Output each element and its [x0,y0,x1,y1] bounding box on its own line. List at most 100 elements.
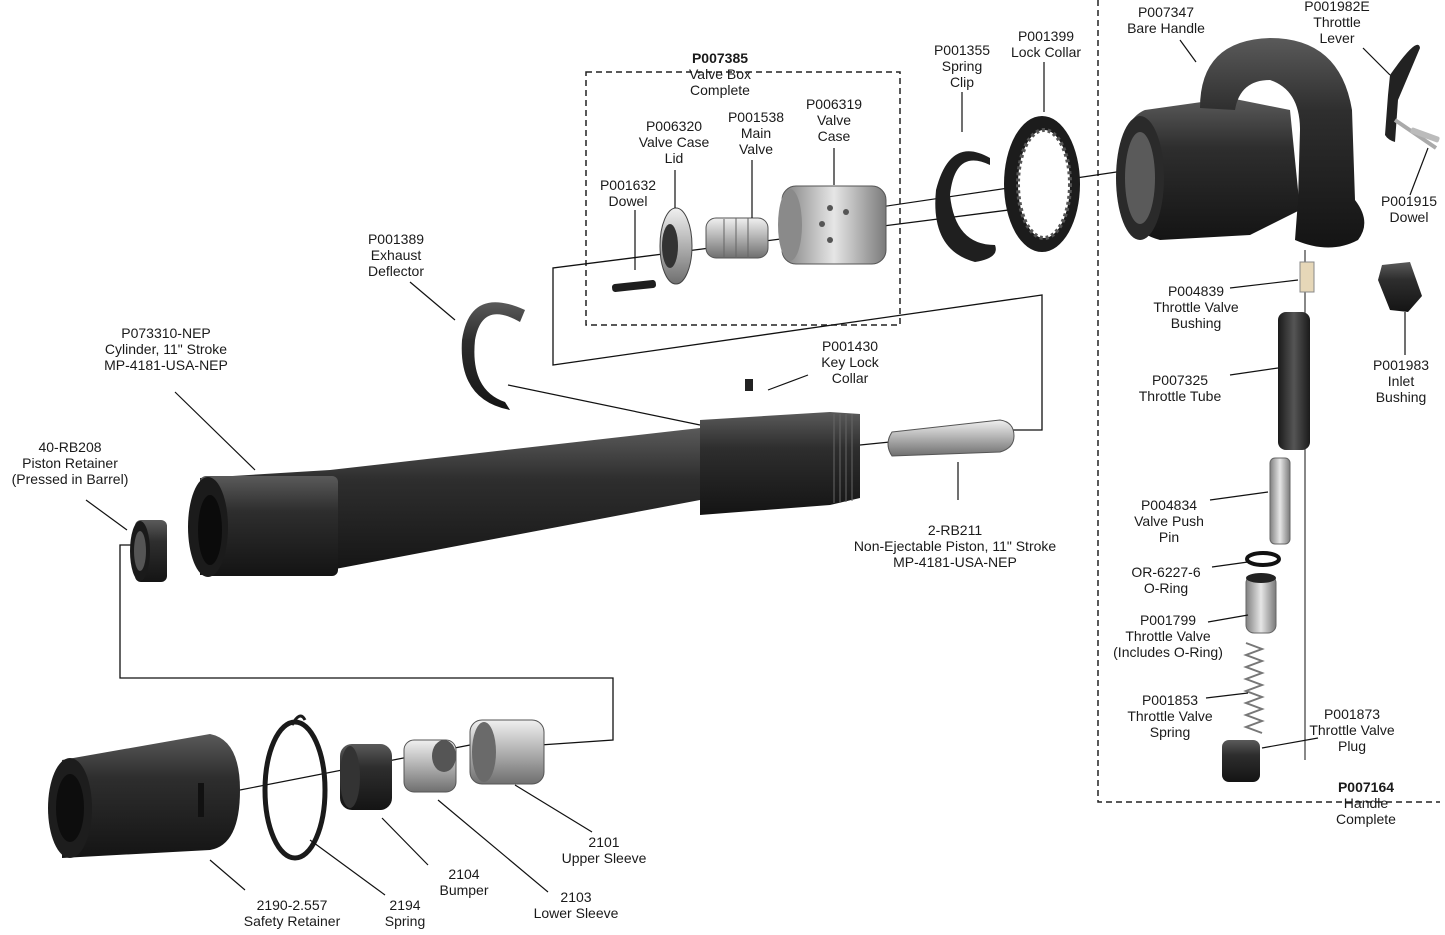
part-number: P001799 [1139,612,1197,628]
valve-box-group-outline [585,71,901,326]
label-valve-case-lid: P006320 Valve Case Lid [639,118,710,166]
part-number: P007164 [1337,779,1395,795]
label-spring-clip: P001355 Spring Clip [934,42,990,90]
throttle-valve-plug-part [1222,740,1260,782]
throttle-tube-part [1278,312,1310,450]
part-desc: (Pressed in Barrel) [11,471,129,487]
label-throttle-valve-bushing: P004839 Throttle Valve Bushing [1153,283,1238,331]
part-number: P001430 [821,338,879,354]
part-desc: Lower Sleeve [533,905,619,921]
piston-retainer-part [130,520,167,582]
label-lock-collar: P001399 Lock Collar [1011,28,1081,60]
part-desc: Case [817,128,851,144]
o-ring-part [1245,551,1281,567]
part-desc: Valve Box [689,66,751,82]
part-desc: Throttle [1313,14,1361,30]
part-desc: Complete [690,82,750,98]
label-key-lock-collar: P001430 Key Lock Collar [821,338,879,386]
label-handle-dowel: P001915 Dowel [1381,193,1437,225]
part-desc: Inlet [1387,373,1415,389]
part-desc: Throttle Valve [1127,708,1213,724]
part-desc: Throttle Valve [1125,628,1211,644]
part-desc: Lock Collar [1010,44,1082,60]
label-throttle-valve: P001799 Throttle Valve (Includes O-Ring) [1113,612,1223,660]
label-spring: 2194 Spring [385,897,425,929]
part-number: P001915 [1380,193,1438,209]
safety-retainer-part [48,734,240,858]
throttle-lever-part [1385,44,1438,150]
part-number: P007385 [691,50,749,66]
part-desc: Collar [831,370,869,386]
label-valve-push-pin: P004834 Valve Push Pin [1134,497,1204,545]
part-number: P001632 [599,177,657,193]
label-safety-retainer: 2190-2.557 Safety Retainer [244,897,341,929]
label-exhaust-deflector: P001389 Exhaust Deflector [368,231,424,279]
inlet-bushing-part [1378,262,1422,312]
part-desc: Deflector [367,263,425,279]
valve-dowel-part [611,280,657,292]
connector-cylinder-to-piston [859,441,891,446]
label-throttle-valve-spring: P001853 Throttle Valve Spring [1127,692,1212,740]
part-number: P001538 [727,109,785,125]
part-number: 2194 [389,897,421,913]
part-desc: MP-4181-USA-NEP [893,554,1017,570]
label-o-ring: OR-6227-6 O-Ring [1131,564,1200,596]
part-desc: Exhaust [370,247,422,263]
part-number: 2101 [588,834,620,850]
part-number: P006320 [645,118,703,134]
part-desc: Bare Handle [1127,20,1205,36]
throttle-valve-part [1245,573,1277,634]
valve-case-lid-part [659,207,693,285]
spring-ring-part [262,714,328,861]
part-number: P004834 [1140,497,1198,513]
part-desc: Throttle Tube [1138,388,1222,404]
connector-retainer-to-sleeves [119,544,614,746]
throttle-valve-spring-part [1243,642,1265,734]
part-desc: Piston Retainer [22,455,118,471]
throttle-valve-bushing-part [1299,261,1315,293]
part-desc: Cylinder, 11" Stroke [104,341,228,357]
part-desc: Bumper [439,882,489,898]
part-desc: Dowel [608,193,648,209]
connector-axis-top [859,169,1131,211]
part-number: P007325 [1151,372,1209,388]
part-desc: Lid [664,150,684,166]
handle-dowel-part [1410,127,1440,143]
part-number: P004839 [1167,283,1225,299]
part-desc: Key Lock [821,354,879,370]
part-number: P001983 [1372,357,1430,373]
part-number: 40-RB208 [38,439,102,455]
label-throttle-valve-plug: P001873 Throttle Valve Plug [1309,706,1394,754]
part-desc: Pin [1158,529,1180,545]
cylinder-part [188,379,860,577]
part-desc: Lever [1319,30,1355,46]
part-number: P001853 [1141,692,1199,708]
part-number: OR-6227-6 [1131,564,1201,580]
part-desc: Throttle Valve [1153,299,1239,315]
valve-case-part [778,185,887,265]
upper-sleeve-part [469,719,545,785]
part-number: P001399 [1017,28,1075,44]
label-cylinder: P073310-NEP Cylinder, 11" Stroke MP-4181… [104,325,228,373]
part-desc: O-Ring [1143,580,1189,596]
part-number: 2190-2.557 [256,897,328,913]
label-piston: 2-RB211 Non-Ejectable Piston, 11" Stroke… [854,522,1056,570]
part-number: 2104 [448,866,480,882]
part-number: P006319 [805,96,863,112]
part-desc: Complete [1336,811,1396,827]
part-number: P001389 [367,231,425,247]
part-number: 2-RB211 [927,522,983,538]
label-bumper: 2104 Bumper [439,866,488,898]
label-dowel-small: P001632 Dowel [600,177,656,209]
label-piston-retainer: 40-RB208 Piston Retainer (Pressed in Bar… [12,439,129,487]
part-desc: Upper Sleeve [561,850,647,866]
label-throttle-lever: P001982E Throttle Lever [1304,0,1369,46]
valve-push-pin-part [1269,457,1291,545]
lock-collar-part [1004,116,1080,252]
part-desc: Safety Retainer [243,913,341,929]
label-inlet-bushing: P001983 Inlet Bushing [1373,357,1429,405]
part-desc: Main [740,125,772,141]
part-number: P001982E [1304,0,1370,14]
main-valve-part [705,217,769,259]
